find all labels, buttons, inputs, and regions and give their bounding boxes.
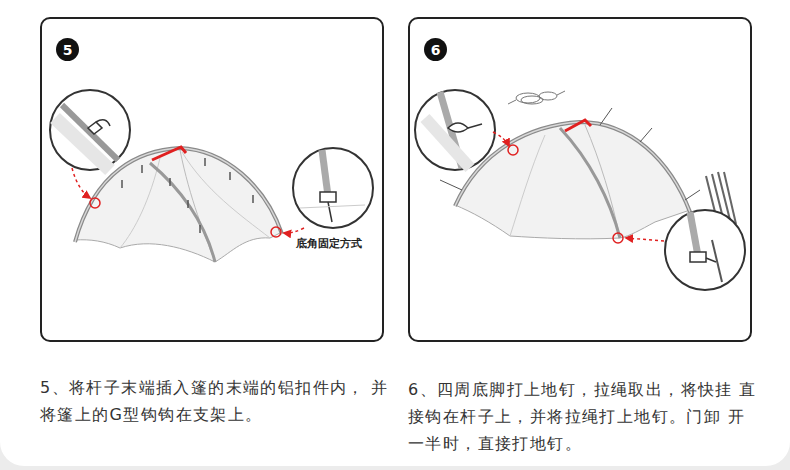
step-panel: 5、将杆子末端插入篷的末端的铝扣件内， 并将篷上的G型钩钩在支架上。5 [40,17,384,342]
step-caption: 5、将杆子末端插入篷的末端的铝扣件内， 并将篷上的G型钩钩在支架上。 [40,374,392,428]
step-number-badge: 5 [56,38,79,61]
callout-label: 底角固定方式 [294,236,364,251]
step-number: 5 [63,43,73,57]
tent-drawing [50,90,373,262]
step-number-badge: 6 [424,38,447,61]
step-number: 6 [431,43,441,57]
step-panel: 6、四周底脚打上地钉，拉绳取出，将快挂 直接钩在杆子上，并将拉绳打上地钉。门卸 … [408,17,752,342]
tent-drawing [415,90,745,290]
step-caption: 6、四周底脚打上地钉，拉绳取出，将快挂 直接钩在杆子上，并将拉绳打上地钉。门卸 … [408,376,760,457]
